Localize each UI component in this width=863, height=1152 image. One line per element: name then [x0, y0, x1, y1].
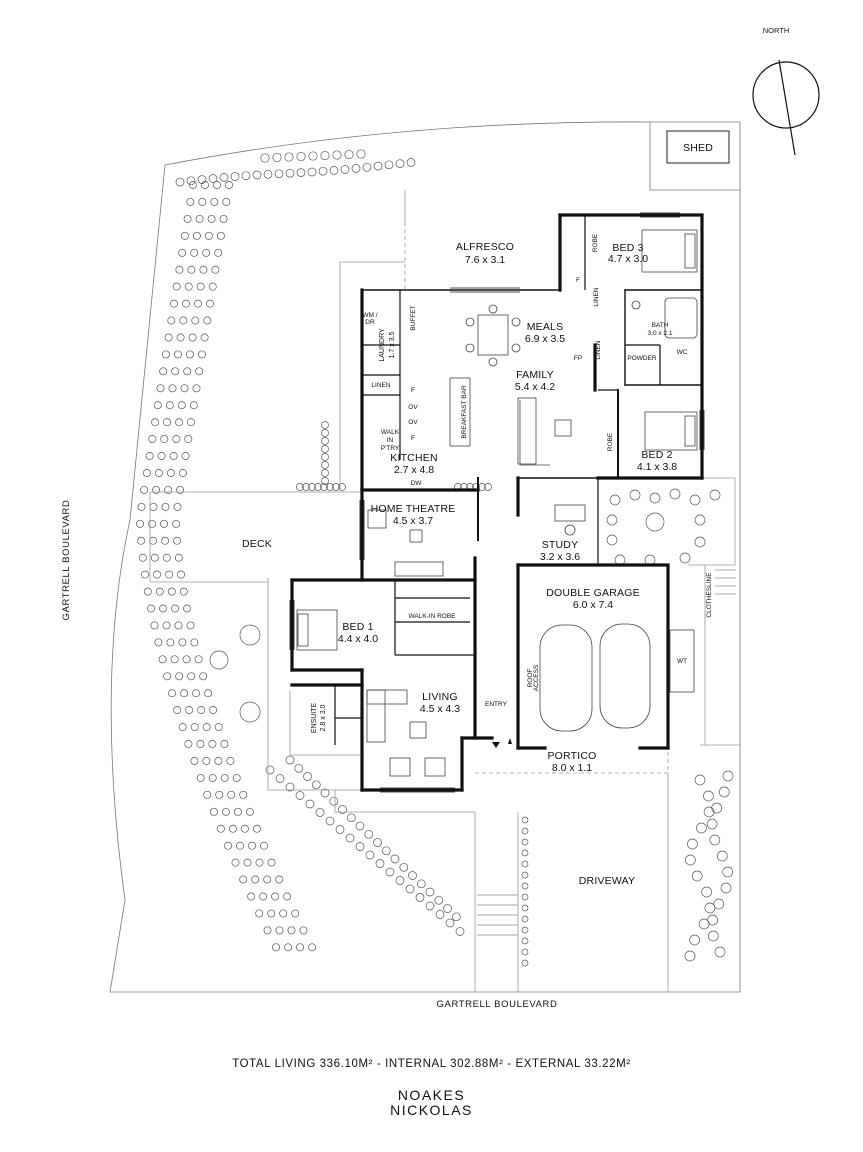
bath-label: BATH	[652, 322, 669, 329]
walkin-pantry-line1: WALK	[381, 429, 400, 436]
agent-name-1: NOAKES	[397, 1087, 466, 1103]
double-garage-label: DOUBLE GARAGE	[546, 587, 640, 599]
water-tank-label: WT	[677, 658, 687, 665]
bed2-label: BED 2	[641, 449, 672, 461]
fixture-labels: ROBE LINEN LINEN BUFFET BREAKFAST BAR FP…	[362, 233, 713, 691]
street-label-left: GARTRELL BOULEVARD	[61, 500, 72, 621]
walkin-pantry-line2: IN	[387, 437, 394, 444]
home-theatre-label: HOME THEATRE	[371, 503, 456, 515]
bed1-label: BED 1	[342, 621, 373, 633]
bath-dims: 3.0 x 2.1	[648, 330, 673, 337]
driveway-label: DRIVEWAY	[579, 875, 635, 887]
windows	[289, 212, 705, 793]
wm-dr-line2: DR	[365, 319, 375, 326]
bed2-robe-label: ROBE	[607, 432, 614, 451]
linen-powder-label: LINEN	[595, 340, 602, 359]
portico-label: PORTICO	[547, 750, 596, 762]
clothesline-steps	[715, 569, 736, 595]
entry-label: ENTRY	[485, 701, 508, 708]
ensuite-label: ENSUITE	[311, 703, 318, 734]
buffet-label: BUFFET	[410, 305, 417, 330]
north-label: NORTH	[763, 26, 790, 35]
front-steps	[477, 894, 518, 936]
study-dims: 3.2 x 3.6	[540, 551, 580, 563]
portico-dims: 8.0 x 1.1	[552, 762, 592, 774]
roof-access-line2: ACCESS	[533, 664, 540, 691]
living-label: LIVING	[422, 691, 458, 703]
oven-1-label: OV	[408, 404, 418, 411]
breakfast-bar-label: BREAKFAST BAR	[461, 385, 468, 439]
street-label-bottom: GARTRELL BOULEVARD	[437, 999, 558, 1010]
powder-label: POWDER	[627, 355, 657, 362]
entry-arrows	[492, 738, 512, 748]
laundry-label: LAUNDRY	[379, 328, 386, 362]
shed: SHED	[666, 130, 730, 164]
laundry-dims: 1.7 x 3.5	[389, 331, 396, 358]
fireplace-label: FP	[574, 355, 582, 362]
oven-2-label: OV	[408, 419, 418, 426]
north-compass: NORTH	[752, 26, 820, 156]
bed3-dims: 4.7 x 3.0	[608, 253, 648, 265]
bed2-dims: 4.1 x 3.8	[637, 461, 677, 473]
shed-label: SHED	[683, 142, 713, 154]
meals-label: MEALS	[527, 321, 564, 333]
living-dims: 4.5 x 4.3	[420, 703, 460, 715]
fridge-kitchen-label: F	[411, 387, 415, 394]
deck-label: DECK	[242, 538, 272, 550]
kitchen-dims: 2.7 x 4.8	[394, 464, 434, 476]
alfresco-label: ALFRESCO	[456, 241, 514, 253]
agent-name-2: NICKOLAS	[390, 1102, 473, 1118]
walkin-robe-label: WALK-IN ROBE	[408, 613, 456, 620]
dishwasher-label: DW	[411, 480, 423, 487]
linen-laundry-label: LINEN	[371, 382, 390, 389]
outdoor-areas	[149, 190, 740, 992]
kitchen-label: KITCHEN	[390, 452, 438, 464]
study-label: STUDY	[542, 539, 579, 551]
room-labels: ALFRESCO 7.6 x 3.1 BED 3 4.7 x 3.0 MEALS…	[242, 241, 688, 887]
bed3-robe-label: ROBE	[592, 233, 599, 252]
wm-dr-line1: WM /	[362, 312, 377, 319]
linen-bed3-label: LINEN	[593, 287, 600, 306]
wc-label: WC	[677, 349, 688, 356]
landscaping	[136, 149, 734, 967]
area-summary: TOTAL LIVING 336.10M² - INTERNAL 302.88M…	[232, 1058, 631, 1070]
walkin-pantry-line3: P'TRY	[381, 445, 400, 452]
home-theatre-dims: 4.5 x 3.7	[393, 515, 433, 527]
family-dims: 5.4 x 4.2	[515, 381, 555, 393]
furniture	[296, 229, 698, 777]
bed1-dims: 4.4 x 4.0	[338, 633, 378, 645]
fridge-kitchen-2-label: F	[411, 435, 415, 442]
ensuite-dims: 2.8 x 3.0	[320, 704, 327, 731]
fridge-bed3-label: F	[576, 277, 580, 284]
family-label: FAMILY	[516, 369, 554, 381]
bed3-label: BED 3	[612, 242, 643, 254]
clothesline-label: CLOTHESLINE	[706, 572, 713, 618]
site-boundary	[109, 121, 741, 993]
meals-dims: 6.9 x 3.5	[525, 333, 565, 345]
double-garage-dims: 6.0 x 7.4	[573, 599, 613, 611]
partitions	[334, 215, 661, 745]
alfresco-dims: 7.6 x 3.1	[465, 254, 505, 266]
roof-access-line1: ROOF	[527, 669, 534, 688]
